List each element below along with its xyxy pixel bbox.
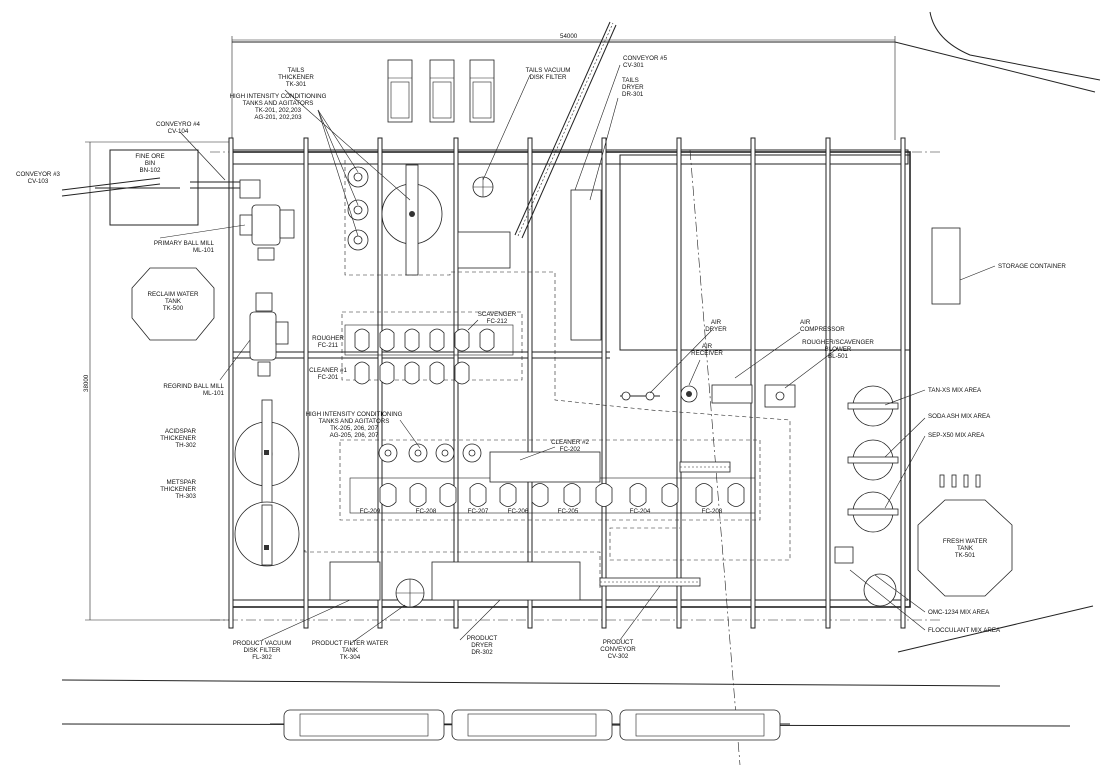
- hic-tanks-top: [347, 166, 369, 251]
- tails-vacuum-filter: [457, 176, 511, 269]
- dimension-lines: 54000 38000: [83, 33, 896, 621]
- reclaim-water-tank: [131, 267, 215, 341]
- cleaner-2-conveyor: [679, 461, 731, 473]
- air-dryer: [620, 391, 660, 401]
- cell-label: FC-203: [702, 508, 723, 515]
- label-omc: OMC-1234 MIX AREA: [928, 609, 990, 616]
- fresh-water-tank: [917, 499, 1013, 597]
- primary-ball-mill: [239, 204, 295, 261]
- column-gridlines: [228, 137, 906, 629]
- rail-cars: [270, 709, 790, 741]
- regrind-ball-mill: [249, 292, 289, 377]
- label-soda-ash: SODA ASH MIX AREA: [928, 413, 991, 420]
- air-compressor: [711, 384, 753, 404]
- cleaner-1-cells: [354, 361, 470, 385]
- width-dimension: 54000: [560, 33, 578, 40]
- product-dryer: [431, 561, 581, 601]
- haul-trucks: [387, 59, 495, 123]
- cell-label: FC-207: [468, 508, 489, 515]
- cell-label: FC-204: [630, 508, 651, 515]
- tails-dryer: [570, 189, 602, 341]
- label-storage-container: STORAGE CONTAINER: [998, 263, 1066, 270]
- tanxs-mix-tank: [847, 385, 899, 427]
- cell-label: FC-209: [360, 508, 381, 515]
- cell-label: FC-205: [558, 508, 579, 515]
- product-filter-water-tank: [395, 578, 425, 608]
- label-flocculant: FLOCCULANT MIX AREA: [928, 627, 1001, 634]
- conveyor-3: [61, 177, 180, 197]
- metspar-thickener: [234, 501, 300, 567]
- soda-ash-mix-tank: [847, 439, 899, 481]
- rougher-cells: [344, 324, 514, 356]
- building-outline: [229, 149, 911, 608]
- air-receiver: [680, 385, 698, 403]
- label-sepx50: SEP-X50 MIX AREA: [928, 432, 985, 439]
- product-vacuum-filter: [329, 561, 381, 601]
- storage-container: [931, 227, 961, 305]
- conveyor-5: [514, 21, 617, 239]
- cell-number-labels: FC-209 FC-208 FC-207 FC-206 FC-205 FC-20…: [360, 508, 723, 515]
- pumps: [939, 474, 981, 488]
- blower: [764, 384, 796, 408]
- tails-thickener: [381, 164, 443, 276]
- conveyor-4: [190, 179, 261, 199]
- omc-mix-tank: [834, 546, 897, 607]
- cleaner-2-cells: [349, 451, 756, 514]
- cell-label: FC-206: [508, 508, 529, 515]
- product-conveyor: [599, 577, 701, 587]
- sepx50-mix-tank: [847, 491, 899, 533]
- label-tanxs: TAN-XS MIX AREA: [928, 387, 982, 394]
- height-dimension: 38000: [83, 374, 90, 392]
- hic-tanks-mid: [378, 443, 482, 463]
- leader-lines: [159, 64, 996, 645]
- cell-label: FC-208: [416, 508, 437, 515]
- fine-ore-bin: [109, 149, 199, 226]
- acidspar-thickener: [234, 399, 300, 511]
